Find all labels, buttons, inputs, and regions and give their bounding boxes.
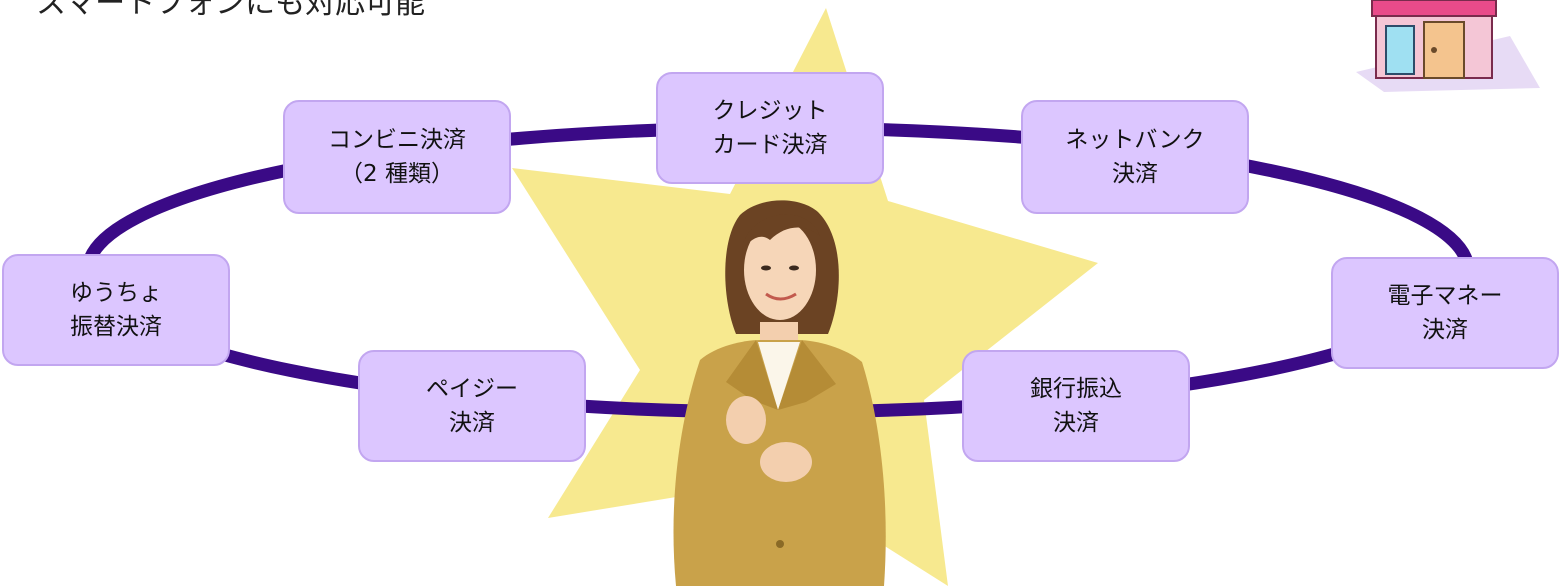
businesswoman-illustration: [673, 200, 886, 586]
node-label-line2: （2 種類）: [340, 161, 454, 187]
page-heading: スマートフォンにも対応可能: [36, 0, 426, 21]
node-label-line1: ゆうちょ: [70, 280, 162, 306]
node-label-line1: 銀行振込: [1030, 376, 1122, 402]
node-label-line2: 振替決済: [70, 314, 162, 340]
node-credit-card-payment: クレジット カード決済: [656, 72, 884, 184]
node-bank-transfer-payment: 銀行振込 決済: [962, 350, 1190, 462]
node-convenience-store-payment: コンビニ決済 （2 種類）: [283, 100, 511, 214]
node-emoney-payment: 電子マネー 決済: [1331, 257, 1559, 369]
shop-icon: [1356, 0, 1540, 92]
node-label-line2: 決済: [449, 410, 495, 436]
node-label-line1: クレジット: [712, 98, 828, 124]
node-label-line1: コンビニ決済: [328, 127, 466, 153]
node-label-line2: 決済: [1053, 410, 1099, 436]
node-label-line1: ネットバンク: [1065, 127, 1205, 153]
node-label-line2: 決済: [1112, 161, 1158, 187]
node-label-line1: ペイジー: [426, 376, 518, 402]
node-payeasy-payment: ペイジー 決済: [358, 350, 586, 462]
node-yucho-transfer-payment: ゆうちょ 振替決済: [2, 254, 230, 366]
node-label-line1: 電子マネー: [1387, 283, 1503, 309]
node-net-bank-payment: ネットバンク 決済: [1021, 100, 1249, 214]
node-label-line2: カード決済: [712, 132, 828, 158]
node-label-line2: 決済: [1422, 317, 1468, 343]
